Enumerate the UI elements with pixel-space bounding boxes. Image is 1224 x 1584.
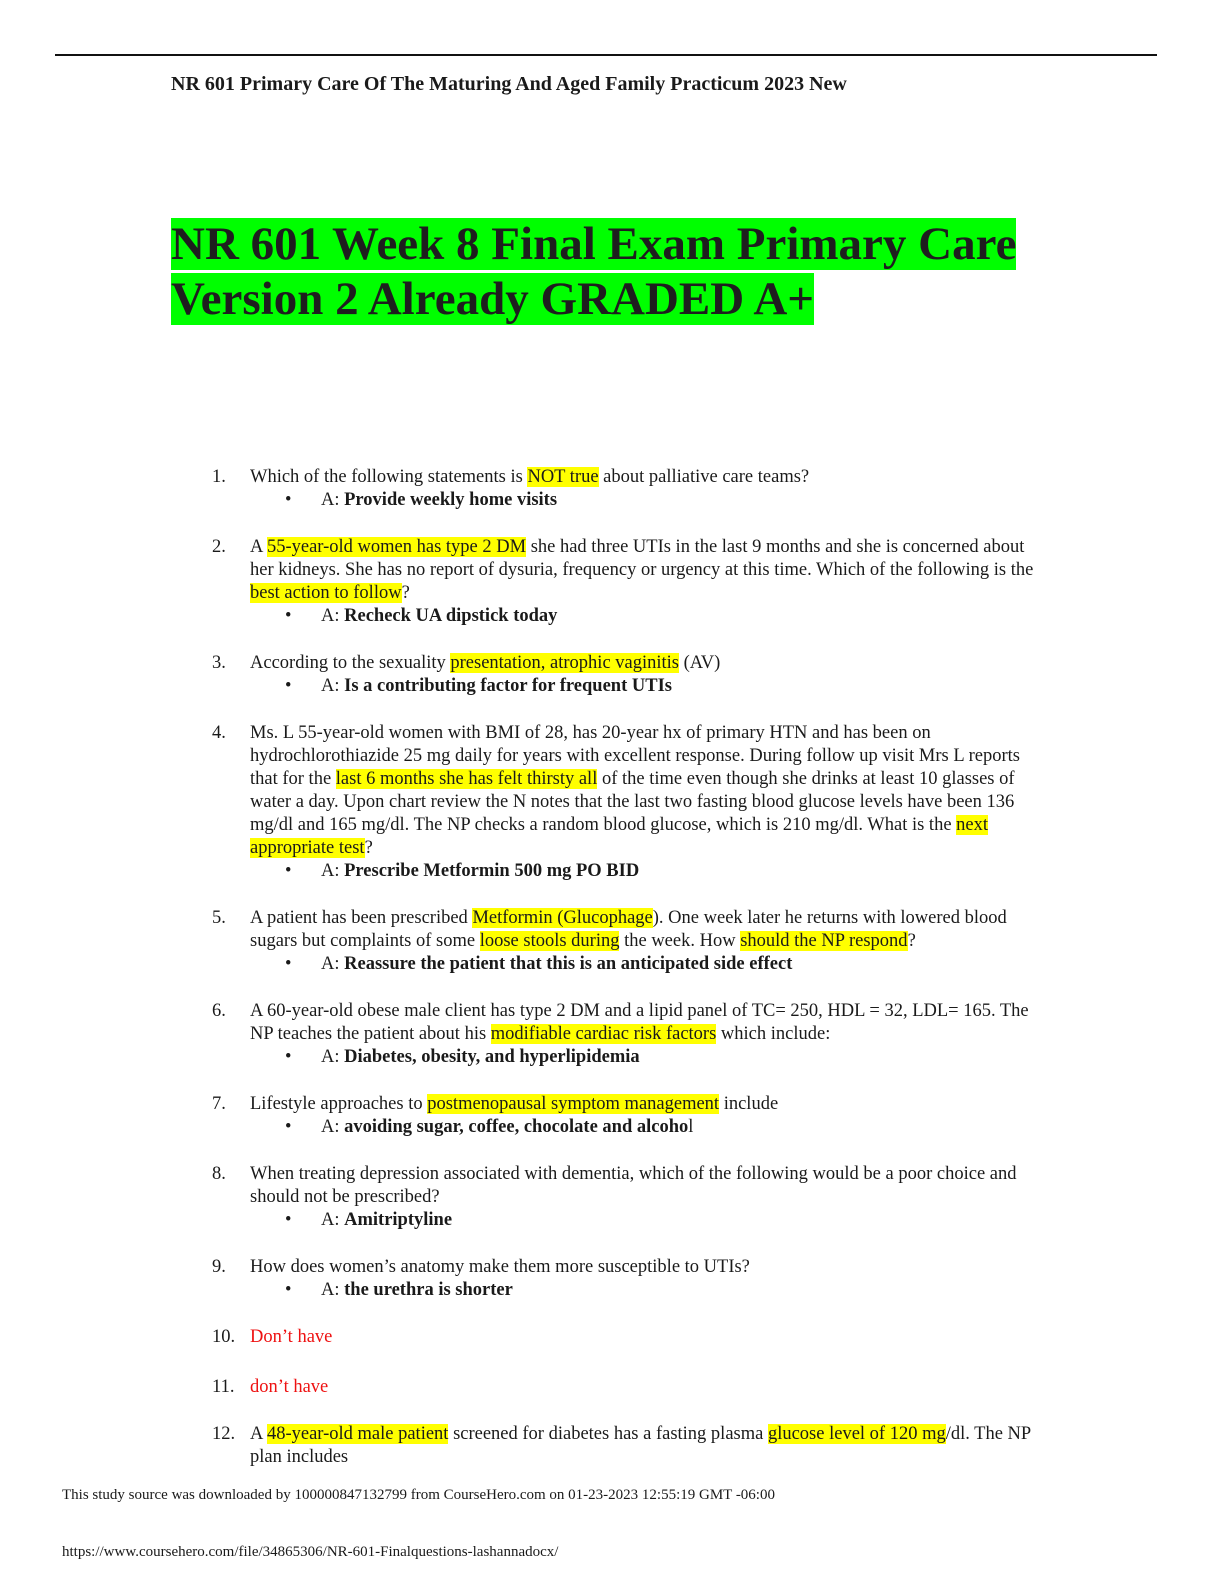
answer-text: Recheck UA dipstick today	[344, 606, 558, 626]
answer-text: Is a contributing factor for frequent UT…	[344, 676, 672, 696]
answer-9: • A: the urethra is shorter	[285, 1280, 513, 1300]
answer-text: Amitriptyline	[344, 1210, 453, 1230]
bullet-icon: •	[285, 1210, 292, 1230]
highlight: 48-year-old male patient	[266, 1424, 449, 1444]
question-number: 5.	[212, 908, 226, 928]
question-3: 3. According to the sexuality presentati…	[0, 652, 1224, 675]
question-number: 3.	[212, 653, 226, 673]
question-8: 8. When treating depression associated w…	[0, 1163, 1224, 1209]
highlight: presentation, atrophic vaginitis	[450, 653, 679, 673]
answer-2: • A: Recheck UA dipstick today	[285, 606, 558, 626]
question-number: 6.	[212, 1001, 226, 1021]
question-text: Which of the following statements is NOT…	[250, 467, 810, 487]
bullet-icon: •	[285, 954, 292, 974]
answer-6: • A: Diabetes, obesity, and hyperlipidem…	[285, 1047, 640, 1067]
question-text: A 60-year-old obese male client has type…	[250, 1001, 1029, 1044]
question-list: 1. Which of the following statements is …	[0, 466, 1224, 1469]
question-7: 7. Lifestyle approaches to postmenopausa…	[0, 1093, 1224, 1116]
answer-text: avoiding sugar, coffee, chocolate and al…	[344, 1117, 689, 1137]
document-title: NR 601 Week 8 Final Exam Primary Care Ve…	[171, 217, 1051, 327]
bullet-icon: •	[285, 861, 292, 881]
answer-5: • A: Reassure the patient that this is a…	[285, 954, 793, 974]
answer-text: the urethra is shorter	[344, 1280, 513, 1300]
highlight: should the NP respond	[740, 931, 908, 951]
question-10: 10. Don’t have	[0, 1326, 1224, 1349]
answer-text: Provide weekly home visits	[344, 490, 558, 510]
bullet-icon: •	[285, 606, 292, 626]
question-number: 9.	[212, 1257, 226, 1277]
highlight: last 6 months she has felt thirsty all	[335, 769, 598, 789]
bullet-icon: •	[285, 1047, 292, 1067]
download-notice: This study source was downloaded by 1000…	[62, 1487, 775, 1503]
question-number: 8.	[212, 1164, 226, 1184]
missing-answer-note: don’t have	[250, 1377, 329, 1397]
answer-text: Diabetes, obesity, and hyperlipidemia	[344, 1047, 640, 1067]
answer-3: • A: Is a contributing factor for freque…	[285, 676, 672, 696]
top-rule	[55, 54, 1157, 56]
question-2: 2. A 55-year-old women has type 2 DM she…	[0, 536, 1224, 605]
highlight: glucose level of 120 mg	[767, 1424, 946, 1444]
question-text: How does women’s anatomy make them more …	[250, 1257, 750, 1277]
question-text: Lifestyle approaches to postmenopausal s…	[250, 1094, 779, 1114]
question-9: 9. How does women’s anatomy make them mo…	[0, 1256, 1224, 1279]
bullet-icon: •	[285, 676, 292, 696]
question-number: 10.	[212, 1327, 236, 1347]
highlight: 55-year-old women has type 2 DM	[266, 537, 527, 557]
highlight: postmenopausal symptom management	[427, 1094, 720, 1114]
highlight: modifiable cardiac risk factors	[490, 1024, 717, 1044]
question-4: 4. Ms. L 55-year-old women with BMI of 2…	[0, 722, 1224, 860]
answer-text: Reassure the patient that this is an ant…	[344, 954, 793, 974]
document-title-text: NR 601 Week 8 Final Exam Primary Care Ve…	[171, 218, 1017, 325]
missing-answer-note: Don’t have	[250, 1327, 333, 1347]
highlight: NOT true	[527, 467, 599, 487]
question-text: A patient has been prescribed Metformin …	[250, 908, 1007, 951]
answer-text: Prescribe Metformin 500 mg PO BID	[344, 861, 640, 881]
bullet-icon: •	[285, 490, 292, 510]
highlight: loose stools during	[479, 931, 620, 951]
bullet-icon: •	[285, 1280, 292, 1300]
answer-4: • A: Prescribe Metformin 500 mg PO BID	[285, 861, 640, 881]
question-text: Ms. L 55-year-old women with BMI of 28, …	[250, 723, 1020, 858]
question-text: When treating depression associated with…	[250, 1164, 1017, 1207]
question-number: 4.	[212, 723, 226, 743]
question-6: 6. A 60-year-old obese male client has t…	[0, 1000, 1224, 1046]
question-5: 5. A patient has been prescribed Metform…	[0, 907, 1224, 953]
document-header: NR 601 Primary Care Of The Maturing And …	[171, 73, 847, 95]
question-text: A 55-year-old women has type 2 DM she ha…	[250, 537, 1034, 603]
question-number: 1.	[212, 467, 226, 487]
source-url[interactable]: https://www.coursehero.com/file/34865306…	[62, 1544, 559, 1560]
question-number: 2.	[212, 537, 226, 557]
bullet-icon: •	[285, 1117, 292, 1137]
question-text: A 48-year-old male patient screened for …	[250, 1424, 1031, 1467]
question-number: 7.	[212, 1094, 226, 1114]
answer-1: • A: Provide weekly home visits	[285, 490, 558, 510]
answer-7: • A: avoiding sugar, coffee, chocolate a…	[285, 1117, 694, 1137]
highlight: Metformin (Glucophage	[472, 908, 653, 928]
question-1: 1. Which of the following statements is …	[0, 466, 1224, 489]
question-text: According to the sexuality presentation,…	[250, 653, 721, 673]
question-11: 11. don’t have	[0, 1376, 1224, 1399]
highlight: best action to follow	[250, 583, 402, 603]
question-number: 12.	[212, 1424, 236, 1444]
question-12: 12. A 48-year-old male patient screened …	[0, 1423, 1224, 1469]
question-number: 11.	[212, 1377, 235, 1397]
answer-8: • A: Amitriptyline	[285, 1210, 453, 1230]
